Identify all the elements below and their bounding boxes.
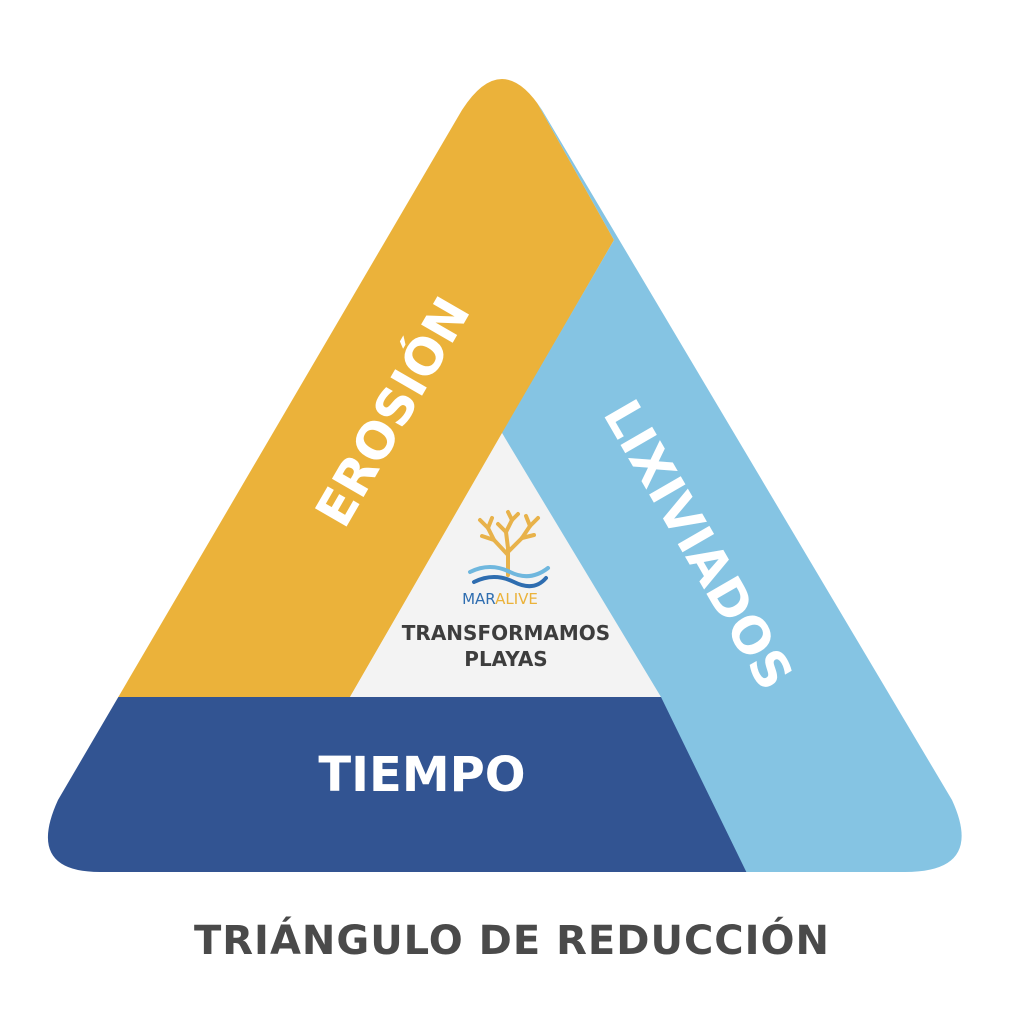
slogan-line2: PLAYAS bbox=[464, 647, 547, 671]
brand-part2: ALIVE bbox=[495, 590, 538, 608]
coral-wave-icon bbox=[468, 510, 550, 589]
diagram-caption: TRIÁNGULO DE REDUCCIÓN bbox=[193, 918, 831, 964]
center-triangle bbox=[350, 433, 661, 697]
tiempo-label: TIEMPO bbox=[318, 747, 525, 803]
slogan-line1: TRANSFORMAMOS bbox=[402, 621, 610, 645]
brand-part1: MAR bbox=[462, 590, 495, 608]
tiempo-segment bbox=[47, 697, 760, 872]
brand-logo-text: MARALIVE bbox=[462, 590, 538, 608]
triangle-diagram-svg: EROSIÓN LIXIVIADOS TIEMPO bbox=[47, 79, 962, 872]
